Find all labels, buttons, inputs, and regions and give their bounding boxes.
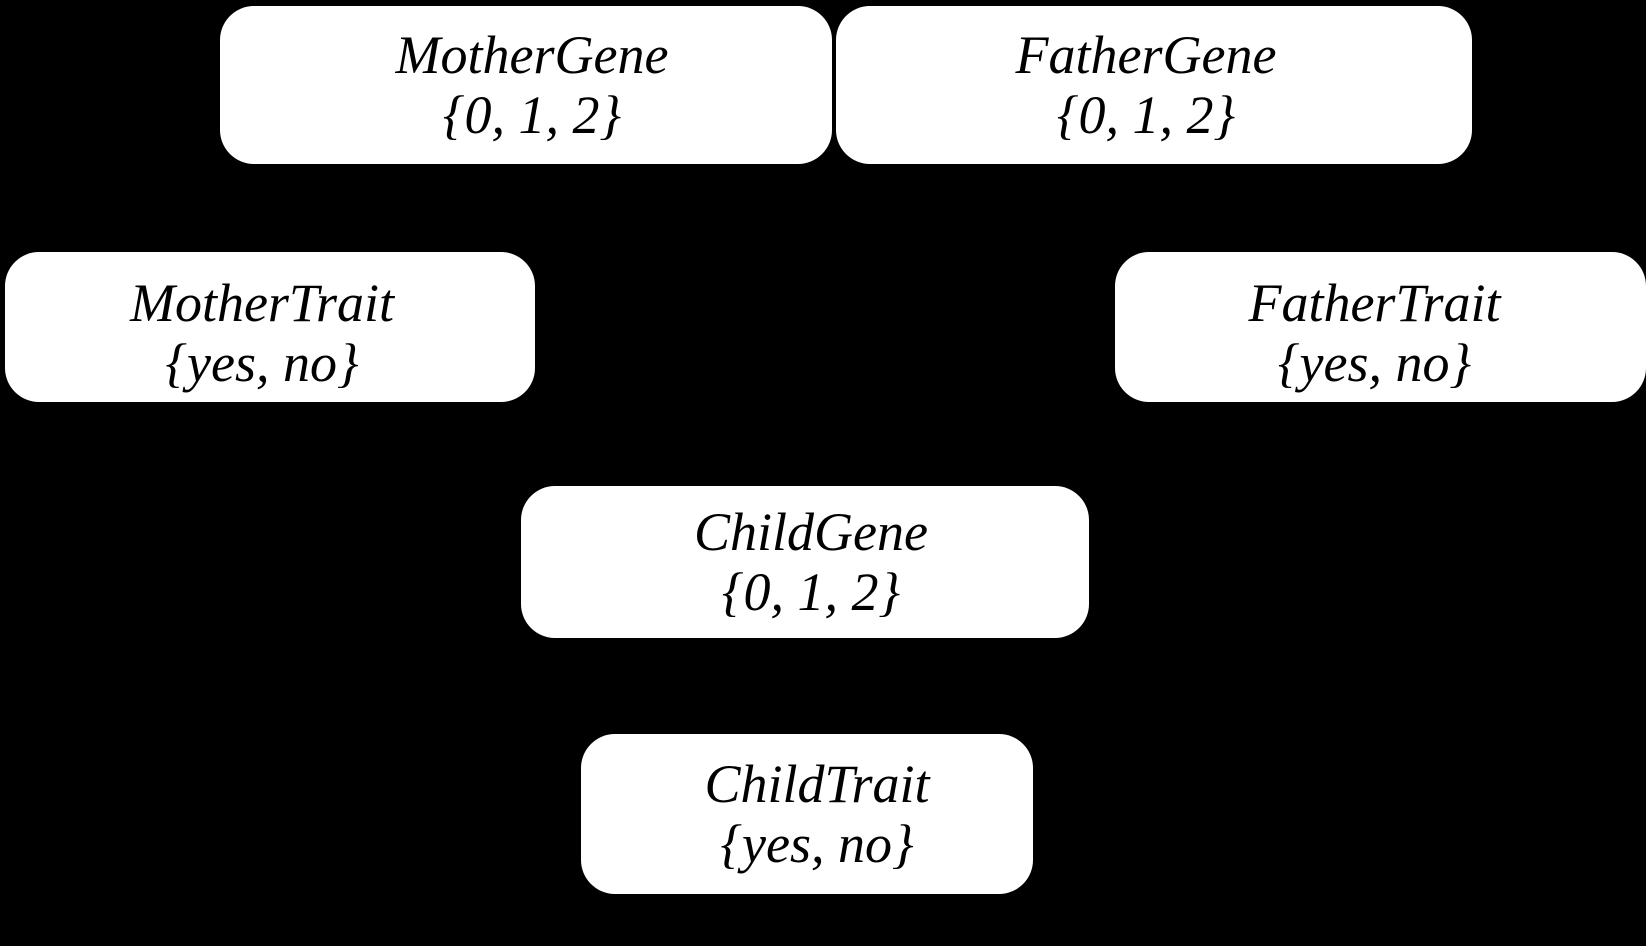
node-child-gene-text: ChildGene {0, 1, 2} [694, 502, 928, 623]
node-father-trait-text: FatherTrait {yes, no} [1248, 273, 1500, 394]
node-child-trait-domain: {yes, no} [720, 814, 914, 874]
node-mother-trait[interactable]: MotherTrait {yes, no} [5, 252, 535, 402]
node-father-gene-label: FatherGene [1015, 24, 1277, 85]
node-mother-trait-text: MotherTrait {yes, no} [130, 273, 394, 394]
node-father-gene-text: FatherGene {0, 1, 2} [1016, 25, 1277, 146]
node-mother-gene-label: MotherGene [395, 24, 669, 85]
node-child-gene-label: ChildGene [694, 501, 928, 562]
node-mother-trait-label: MotherTrait [129, 272, 395, 333]
node-father-gene[interactable]: FatherGene {0, 1, 2} [836, 6, 1472, 164]
node-mother-gene-domain: {0, 1, 2} [442, 85, 622, 145]
node-father-trait-label: FatherTrait [1248, 272, 1501, 333]
node-father-gene-domain: {0, 1, 2} [1056, 85, 1236, 145]
node-father-trait-domain: {yes, no} [1277, 333, 1472, 393]
node-mother-gene-text: MotherGene {0, 1, 2} [396, 25, 669, 146]
node-child-trait-label: ChildTrait [704, 753, 930, 814]
node-child-trait-text: ChildTrait {yes, no} [704, 754, 929, 875]
node-father-trait[interactable]: FatherTrait {yes, no} [1115, 252, 1646, 402]
node-mother-gene[interactable]: MotherGene {0, 1, 2} [220, 6, 832, 164]
node-child-gene-domain: {0, 1, 2} [721, 562, 901, 622]
node-child-trait[interactable]: ChildTrait {yes, no} [581, 734, 1033, 894]
node-mother-trait-domain: {yes, no} [165, 333, 359, 393]
node-child-gene[interactable]: ChildGene {0, 1, 2} [521, 486, 1089, 638]
